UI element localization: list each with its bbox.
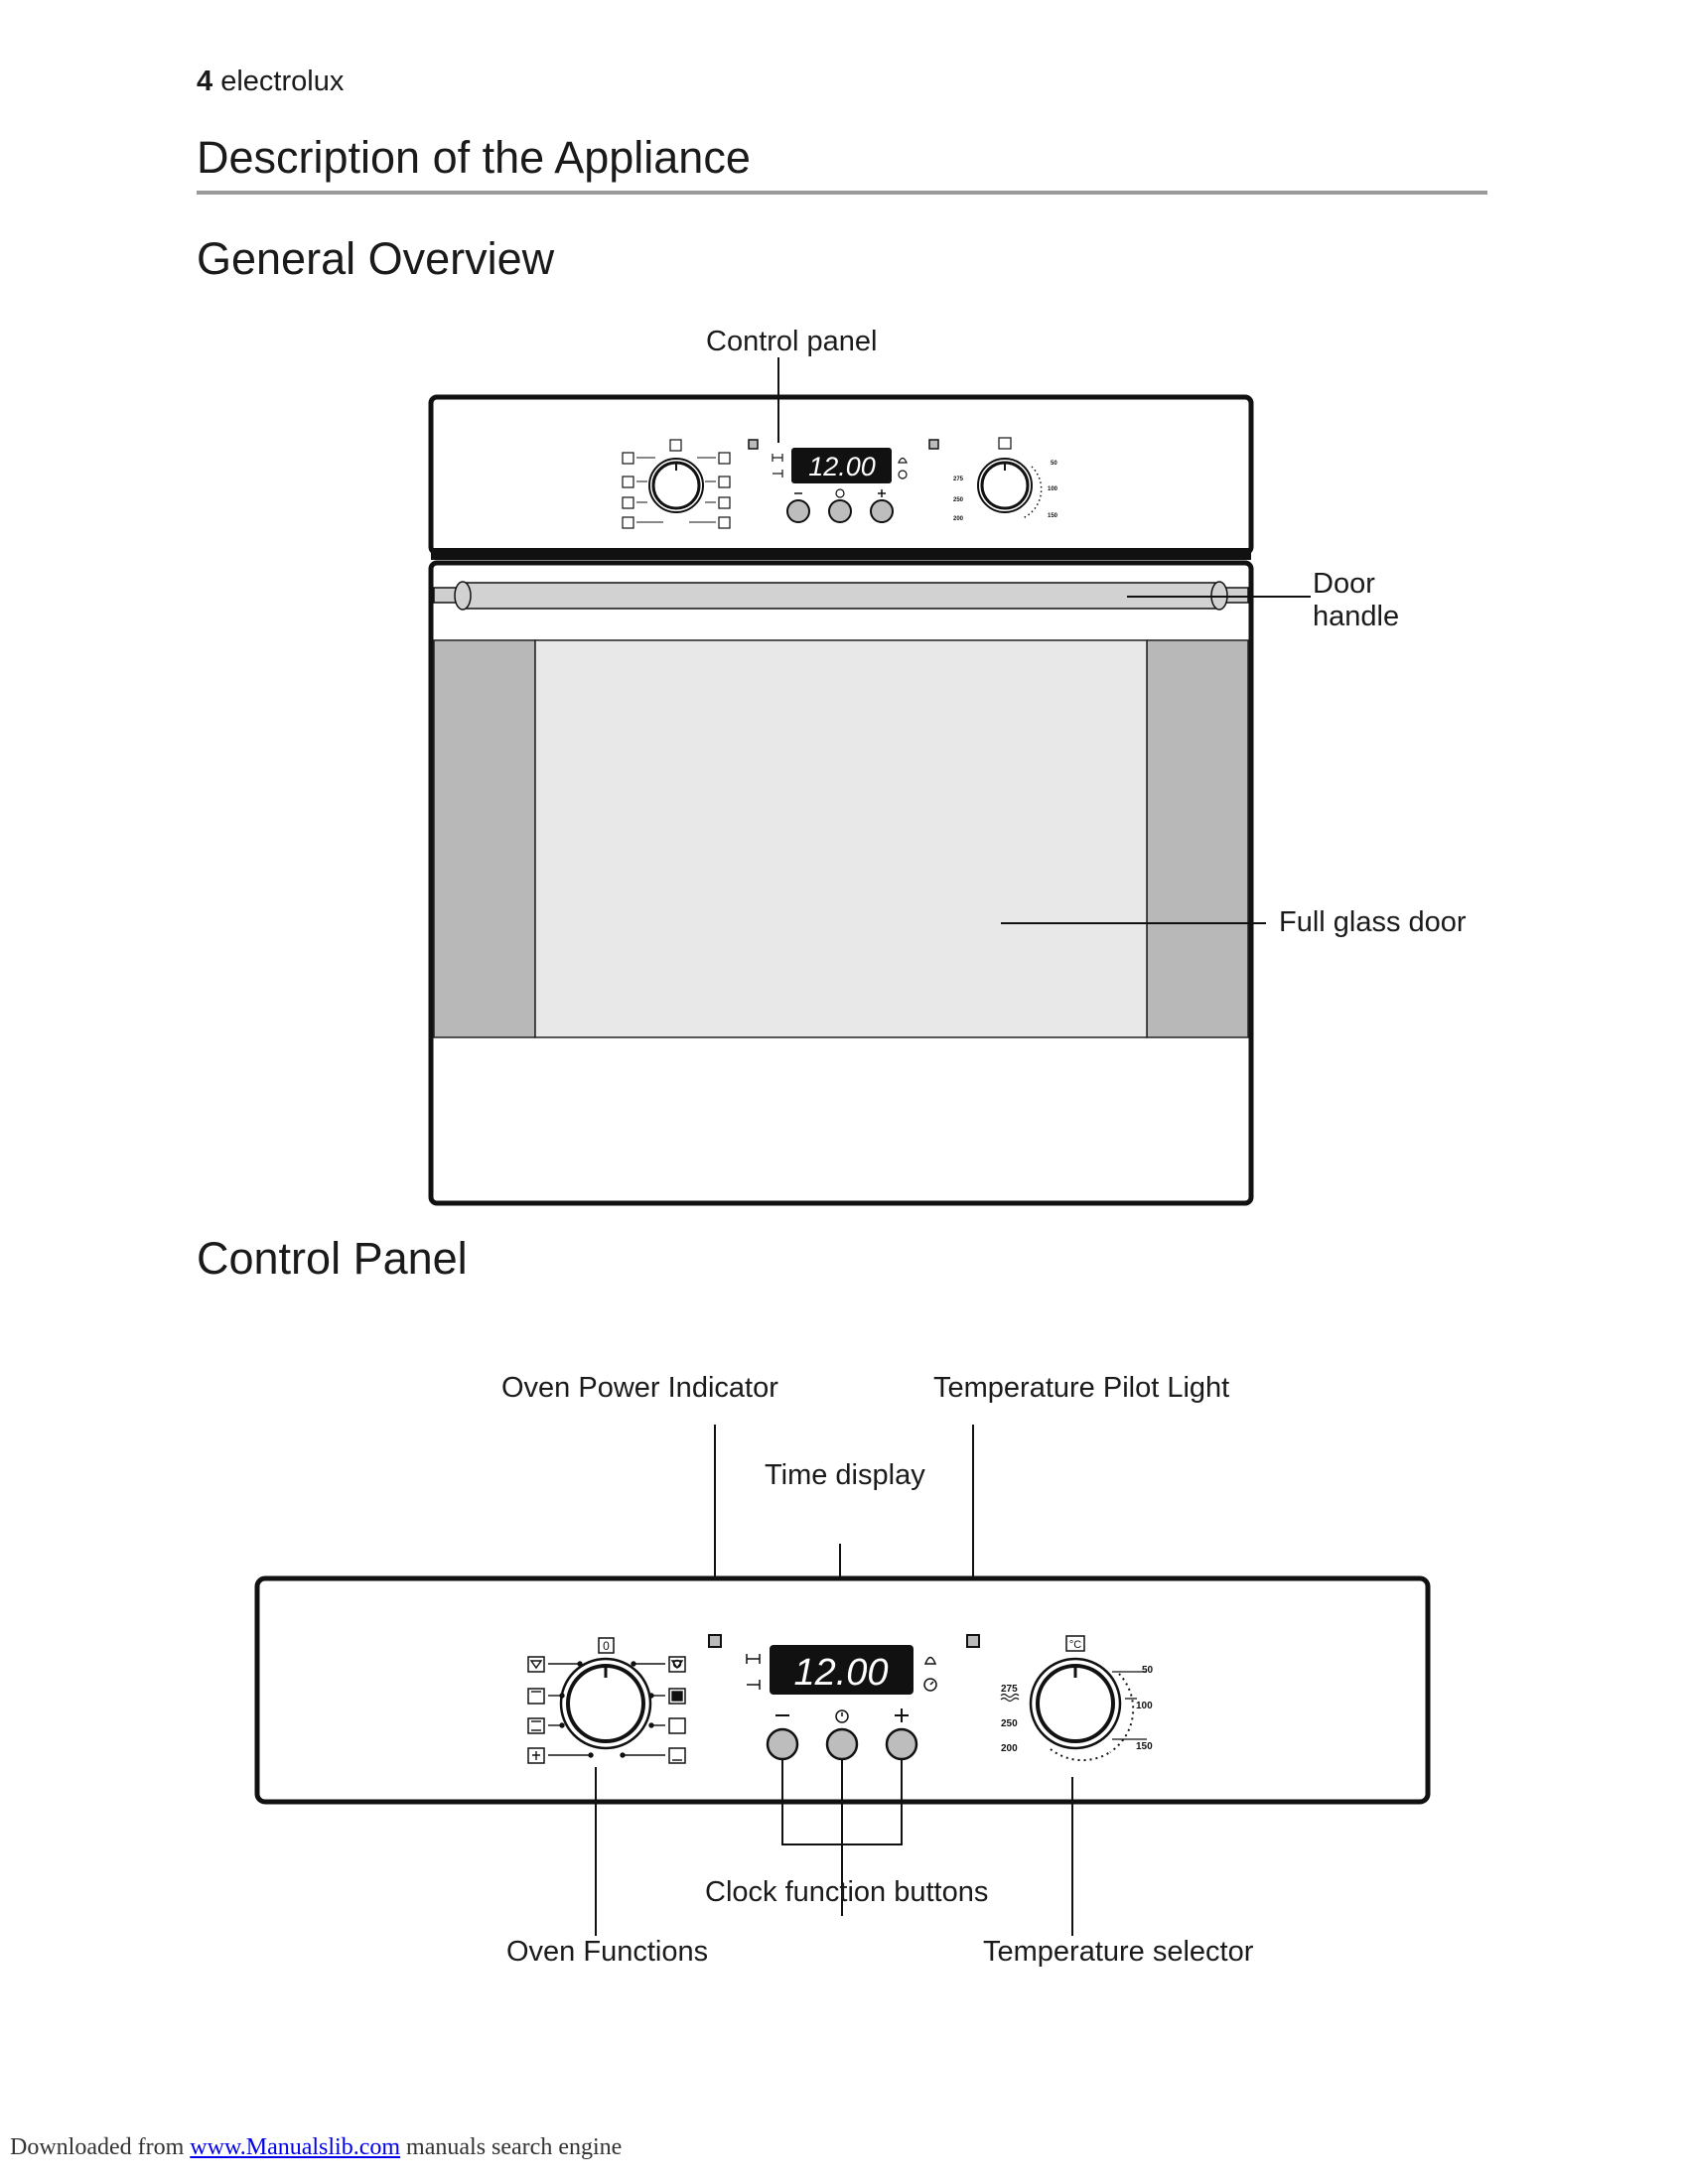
label-oven-functions: Oven Functions bbox=[506, 1936, 709, 1968]
label-temperature-pilot-light: Temperature Pilot Light bbox=[933, 1372, 1230, 1404]
label-oven-power-indicator: Oven Power Indicator bbox=[501, 1372, 778, 1404]
svg-text:0: 0 bbox=[603, 1639, 610, 1653]
temperature-scale-labels: 275 250 200 150 100 50 bbox=[1001, 1665, 1154, 1754]
overview-temperature-pilot-light bbox=[928, 439, 939, 450]
temperature-pilot-light bbox=[966, 1634, 980, 1648]
function-symbol-grill-fan bbox=[527, 1656, 545, 1673]
svg-text:°C: °C bbox=[1069, 1639, 1081, 1651]
label-control-panel: Control panel bbox=[706, 326, 878, 357]
section-title-general-overview: General Overview bbox=[197, 233, 555, 284]
function-symbol-top-heat bbox=[527, 1688, 545, 1705]
svg-text:12.00: 12.00 bbox=[808, 452, 876, 481]
svg-text:150: 150 bbox=[1048, 513, 1058, 519]
overview-time-display: 12.00 bbox=[791, 448, 892, 483]
footer: Downloaded from www.Manualslib.com manua… bbox=[10, 2134, 622, 2161]
function-symbol-conventional bbox=[527, 1717, 545, 1734]
temp-wave-symbol bbox=[1000, 1693, 1020, 1703]
temp-150: 150 bbox=[1136, 1741, 1153, 1752]
clock-icon bbox=[835, 1709, 849, 1723]
footer-prefix: Downloaded from bbox=[10, 2134, 191, 2160]
clock-function-buttons bbox=[766, 1708, 918, 1761]
plus-icon bbox=[895, 1708, 909, 1722]
overview-oven-power-indicator bbox=[748, 439, 759, 450]
function-symbol-bottom-heat bbox=[668, 1747, 686, 1764]
svg-text:100: 100 bbox=[1048, 486, 1058, 492]
oven-function-knob: 0 bbox=[559, 1637, 652, 1750]
full-glass-door bbox=[433, 639, 1249, 1038]
label-full-glass-door: Full glass door bbox=[1279, 906, 1467, 938]
bell-icon bbox=[923, 1656, 937, 1665]
overview-clock-buttons bbox=[786, 488, 894, 523]
oven-function-symbols bbox=[527, 1656, 686, 1764]
temp-250: 250 bbox=[1001, 1718, 1018, 1729]
temperature-scale-dots bbox=[1109, 1673, 1135, 1753]
temp-200: 200 bbox=[1001, 1743, 1018, 1754]
overview-temperature-knob: 50 100 150 275 250 200 bbox=[953, 437, 1058, 522]
timer-icon bbox=[923, 1678, 937, 1692]
temp-100: 100 bbox=[1136, 1701, 1153, 1711]
overview-function-knob bbox=[622, 439, 731, 529]
display-side-icons bbox=[746, 1654, 937, 1692]
temperature-selector-knob: °C bbox=[1029, 1635, 1147, 1762]
svg-text:12.00: 12.00 bbox=[793, 1652, 888, 1694]
page-title: Description of the Appliance bbox=[197, 132, 751, 183]
svg-text:200: 200 bbox=[953, 516, 964, 522]
section-title-control-panel: Control Panel bbox=[197, 1233, 468, 1284]
clock-button[interactable] bbox=[825, 1727, 859, 1761]
label-handle: handle bbox=[1313, 601, 1400, 632]
svg-text:275: 275 bbox=[953, 477, 964, 482]
label-clock-function-buttons: Clock function buttons bbox=[705, 1876, 989, 1908]
function-symbol-oven-light bbox=[668, 1656, 686, 1673]
page-header: 4 electrolux bbox=[197, 66, 344, 98]
label-door: Door bbox=[1313, 568, 1375, 600]
label-time-display: Time display bbox=[765, 1459, 925, 1491]
page-number: 4 bbox=[197, 66, 213, 97]
temp-275: 275 bbox=[1001, 1684, 1018, 1695]
label-temperature-selector: Temperature selector bbox=[983, 1936, 1254, 1968]
svg-text:50: 50 bbox=[1051, 461, 1057, 467]
door-handle bbox=[433, 581, 1249, 611]
footer-suffix: manuals search engine bbox=[400, 2134, 623, 2160]
time-display: 12.00 bbox=[770, 1645, 914, 1695]
manualslib-link[interactable]: www.Manualslib.com bbox=[190, 2134, 401, 2160]
svg-text:250: 250 bbox=[953, 497, 964, 503]
temp-50: 50 bbox=[1142, 1665, 1154, 1676]
plus-button[interactable] bbox=[885, 1727, 918, 1761]
leader-clock-function-buttons bbox=[781, 1759, 903, 1916]
overview-display-side-icons bbox=[772, 454, 908, 479]
oven-power-indicator bbox=[708, 1634, 722, 1648]
minus-button[interactable] bbox=[766, 1727, 799, 1761]
title-rule bbox=[197, 191, 1487, 195]
function-symbol-fan bbox=[668, 1717, 686, 1734]
overview-panel-base bbox=[431, 548, 1251, 560]
brand-name: electrolux bbox=[220, 66, 345, 97]
